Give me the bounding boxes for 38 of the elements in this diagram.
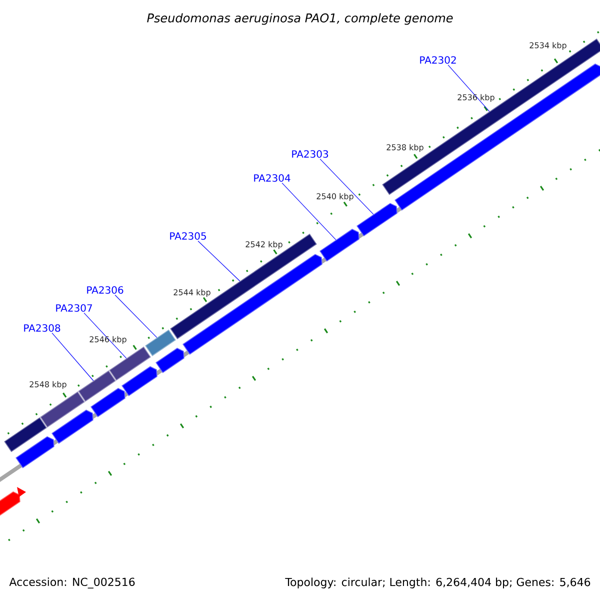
gene-label: PA2307: [56, 304, 92, 312]
leader-line: [52, 332, 94, 382]
gene-feature: [356, 202, 398, 236]
gene-label: PA2302: [420, 56, 456, 64]
gene-feature: [90, 388, 126, 418]
gene-bar: [145, 330, 176, 356]
leader-line: [282, 182, 336, 240]
gene-feature: [320, 228, 360, 262]
gene-label: PA2305: [170, 232, 206, 240]
footer-text: Accession: NC_002516: [9, 578, 135, 588]
gene-bar: [109, 346, 151, 381]
gene-label: PA2303: [292, 150, 328, 158]
scale-label: 2546 kbp: [90, 336, 126, 344]
gene-feature: [52, 410, 94, 444]
leader-line: [320, 158, 374, 215]
gene-feature: [16, 436, 54, 468]
scale-label: 2538 kbp: [386, 144, 424, 152]
scale-label: 2536 kbp: [458, 94, 494, 102]
gene-feature: [156, 348, 184, 374]
scale-label: 2544 kbp: [174, 289, 210, 297]
leader-line: [114, 294, 158, 338]
footer-text: Topology: circular; Length: 6,264,404 bp; Genes: 5,646: [285, 578, 590, 588]
gene-label: PA2304: [254, 174, 290, 182]
scale-label: 2540 kbp: [316, 193, 354, 201]
scale-label: 2534 kbp: [530, 42, 566, 50]
leader-line: [448, 64, 490, 112]
gene-label: PA2306: [87, 286, 124, 294]
gene-bar: [78, 370, 116, 402]
scale-label: 2542 kbp: [246, 241, 282, 249]
scale-label: 2548 kbp: [30, 381, 66, 389]
gene-bar: [170, 234, 317, 340]
gene-bar: [4, 417, 47, 452]
gene-label: PA2308: [24, 324, 60, 332]
title: Pseudomonas aeruginosa PAO1, complete genome: [147, 13, 453, 25]
leader-line: [84, 312, 127, 359]
gene-feature: [122, 366, 158, 396]
gene-feature: [0, 491, 20, 518]
leader-line: [198, 240, 240, 282]
